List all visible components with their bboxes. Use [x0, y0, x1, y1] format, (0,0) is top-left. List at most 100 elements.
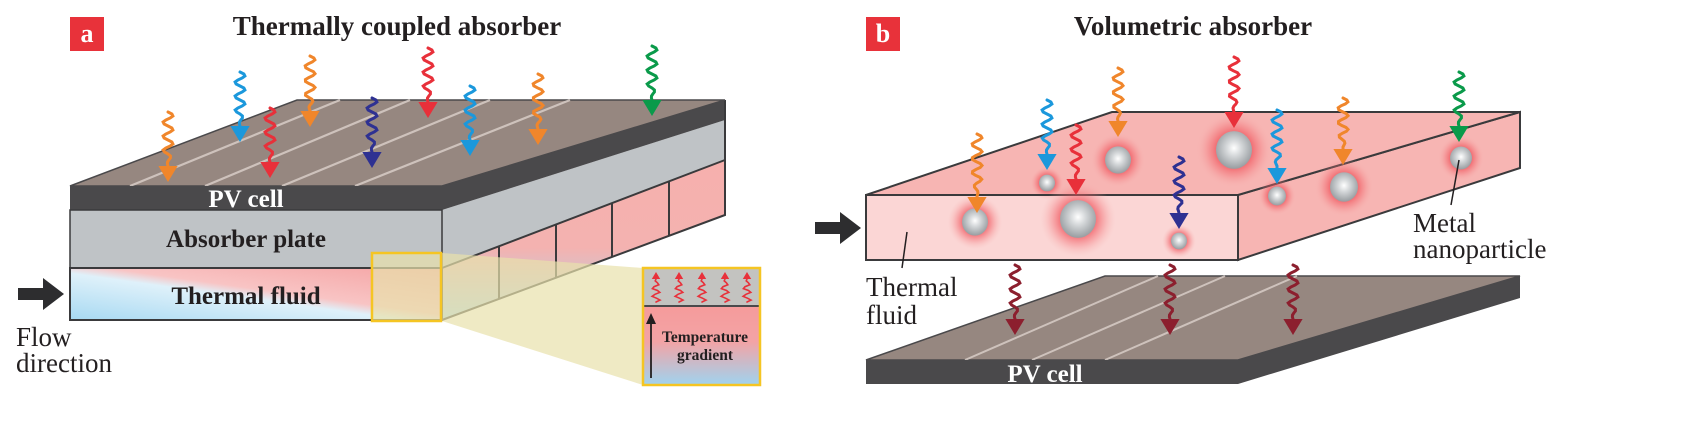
photon-blue-arrowhead — [1267, 168, 1287, 184]
heat-wave-arrowhead — [697, 272, 707, 279]
heat-wave — [650, 272, 662, 303]
pv-b-gridlines — [964, 275, 1298, 361]
panel-a-badge-letter: a — [81, 19, 94, 48]
panel-b-badge — [866, 17, 900, 51]
absorber-plate-side — [442, 120, 725, 268]
fluid-label-line-2: fluid — [866, 300, 917, 330]
particle-sphere — [1039, 174, 1055, 192]
nanoparticles-front — [947, 181, 1196, 258]
heat-wave — [741, 272, 753, 303]
pv-cell-b-front — [866, 360, 1238, 384]
photon-red-arrowhead — [1066, 179, 1086, 195]
photon-indigo-wave — [1172, 155, 1186, 215]
transmitted-photon-wave — [1008, 263, 1022, 321]
metal-nanoparticle — [1162, 224, 1196, 258]
heat-wave-wave — [741, 278, 753, 303]
absorber-plate-label: Absorber plate — [166, 226, 326, 253]
heat-wave-wave — [673, 278, 685, 303]
photon-orange-arrowhead — [528, 129, 548, 145]
particle-leader-line — [1450, 159, 1460, 206]
flow-label-line-1: Flow — [16, 322, 72, 352]
photon-orange-wave — [531, 72, 546, 131]
photon-red — [418, 46, 438, 118]
inset-label-line-2: gradient — [677, 347, 734, 364]
fluid-label-line-1: Thermal — [866, 272, 957, 302]
side-outline — [441, 159, 726, 269]
pv-cell-b-side — [1238, 276, 1520, 384]
photon-red-wave — [1227, 55, 1242, 114]
particle-label-line-2: nanoparticle — [1413, 234, 1546, 264]
photon-indigo — [362, 96, 382, 168]
particle-sphere — [1060, 200, 1096, 238]
metal-nanoparticle — [1314, 157, 1374, 217]
particle-sphere — [1171, 232, 1187, 250]
photon-orange-arrowhead — [1108, 121, 1128, 137]
heat-wave-arrowhead — [651, 272, 661, 279]
incoming-photons-b — [967, 55, 1469, 229]
inset-source-frame — [370, 251, 443, 323]
photon-red-wave — [421, 46, 435, 104]
photon-blue-wave — [233, 70, 247, 128]
heat-wave — [673, 272, 685, 303]
photon-orange-arrowhead — [158, 166, 178, 182]
photon-orange-wave — [1111, 66, 1126, 123]
pv-cell-side — [442, 100, 725, 210]
transmitted-photon — [1005, 263, 1025, 335]
photon-blue — [1267, 108, 1287, 184]
photon-red-wave — [263, 106, 277, 164]
photon-orange-arrowhead — [967, 197, 987, 213]
photon-orange-wave — [1336, 96, 1351, 151]
metal-nanoparticle — [1258, 177, 1296, 215]
gradient-arrow-head — [646, 313, 656, 324]
thermal-fluid-label: Thermal fluid — [171, 283, 320, 310]
transmitted-photon-wave — [1286, 263, 1300, 321]
transmitted-photons — [1005, 263, 1303, 335]
transmitted-photon-wave — [1163, 263, 1177, 321]
photon-orange — [158, 110, 178, 182]
heat-wave-wave — [650, 278, 662, 303]
heat-wave — [696, 272, 708, 303]
photon-indigo-wave — [365, 96, 379, 154]
particle-sphere — [1268, 186, 1286, 206]
transmitted-photon-arrowhead — [1005, 319, 1025, 335]
photon-red — [1066, 123, 1086, 195]
panel-b-badge-letter: b — [876, 19, 890, 48]
photon-red-arrowhead — [418, 102, 438, 118]
inset-frame — [641, 266, 762, 387]
photon-green-wave — [1452, 70, 1466, 128]
photon-blue-arrowhead — [1037, 154, 1057, 170]
pv-cell-label: PV cell — [208, 186, 283, 213]
heat-wave-arrowhead — [720, 272, 730, 279]
heat-wave-wave — [719, 278, 731, 303]
photon-orange-wave — [303, 54, 318, 113]
photon-indigo-arrowhead — [1169, 213, 1189, 229]
panel-a: a Thermally coupled absorber PV cell Abs… — [16, 11, 762, 387]
panel-a-badge — [70, 17, 104, 51]
inset-label-line-1: Temperature — [662, 329, 748, 346]
photon-indigo — [1169, 155, 1189, 229]
photon-red-arrowhead — [1224, 112, 1244, 128]
panel-b-title: Volumetric absorber — [1074, 11, 1312, 41]
photon-blue-wave — [463, 84, 477, 142]
transmitted-photon — [1283, 263, 1303, 335]
photon-orange — [1333, 96, 1353, 165]
photon-blue-arrowhead — [230, 126, 250, 142]
photon-red — [1224, 55, 1244, 128]
panel-b: b Volumetric absorber PV cell Thermal fl… — [815, 11, 1546, 388]
photon-green-arrowhead — [642, 100, 662, 116]
panel-a-title: Thermally coupled absorber — [233, 11, 562, 41]
photon-orange — [967, 132, 987, 213]
particle-sphere — [1330, 172, 1358, 202]
photon-blue — [230, 70, 250, 142]
photon-indigo-arrowhead — [362, 152, 382, 168]
pv-cell-b-label: PV cell — [1007, 361, 1082, 388]
metal-nanoparticle — [1437, 134, 1485, 182]
transmitted-photon-arrowhead — [1160, 319, 1180, 335]
incoming-photons-a — [158, 44, 662, 182]
photon-green-arrowhead — [1449, 126, 1469, 142]
particle-sphere — [1216, 131, 1252, 169]
photon-red-arrowhead — [260, 162, 280, 178]
inset-gradient — [643, 306, 760, 385]
photon-blue — [1037, 98, 1057, 170]
